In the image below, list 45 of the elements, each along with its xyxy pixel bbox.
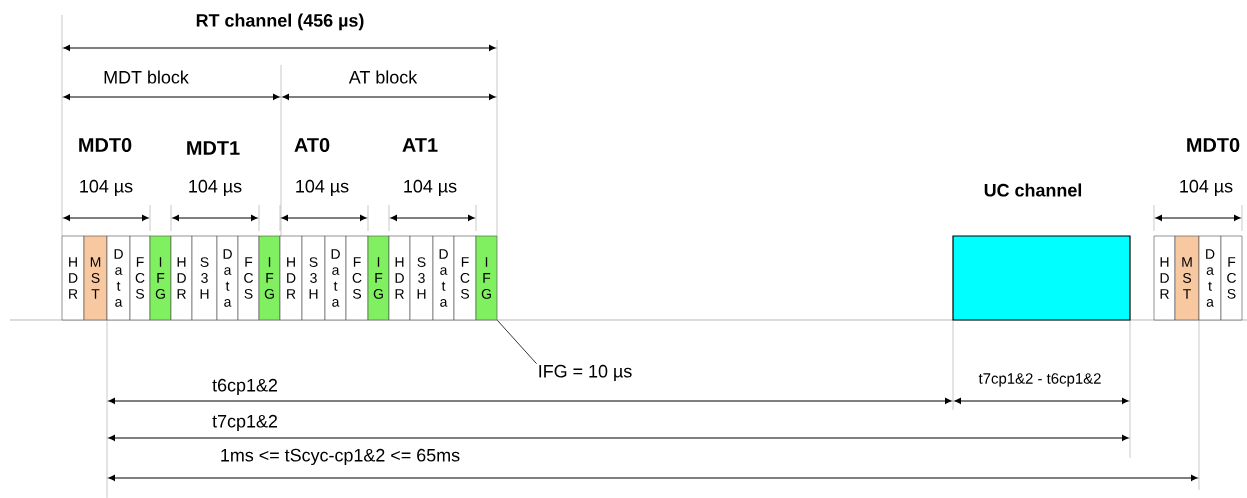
frame-field: D a t a: [324, 235, 347, 321]
frame-field: M S T: [83, 235, 108, 321]
frame-field: H D R: [388, 235, 411, 321]
dimension-label: MDT block: [104, 70, 189, 84]
frame-field: I F G: [258, 235, 281, 321]
dimension-label: AT block: [348, 70, 418, 84]
leader-line: [496, 319, 537, 365]
frame-field: D a t a: [432, 235, 455, 321]
frame-field: I F G: [367, 235, 390, 321]
node-label: UC channel: [984, 183, 1082, 197]
frame-field: H D R: [170, 235, 193, 321]
dimension-label: RT channel (456 µs): [196, 13, 364, 31]
frame-field: I F G: [149, 235, 172, 321]
frame-field: S 3 H: [301, 235, 326, 321]
frame-field: D a t a: [216, 235, 239, 321]
frame-field: D a t a: [106, 235, 131, 321]
frame-field: D a t a: [1198, 235, 1222, 321]
dimension-label: 104 µs: [189, 179, 242, 197]
dimension-label: 104 µs: [404, 179, 457, 197]
dimension-label: 104 µs: [80, 179, 133, 197]
dimension-label: t7cp1&2: [212, 414, 277, 432]
dimension-label: t6cp1&2: [212, 378, 277, 396]
frame-field: F C S: [453, 235, 477, 321]
dimension-label: 104 µs: [1180, 179, 1233, 197]
frame-field: I F G: [475, 235, 498, 321]
dimension-label: t7cp1&2 - t6cp1&2: [978, 373, 1101, 387]
dimension-label: 104 µs: [296, 179, 349, 197]
frame-field: F C S: [237, 235, 260, 321]
dimension-label: 1ms <= tScyc-cp1&2 <= 65ms: [221, 448, 460, 466]
frame-field: F C S: [1220, 235, 1243, 321]
frame-field: F C S: [129, 235, 151, 321]
frame-field: H D R: [61, 235, 85, 321]
telegram-heading: MDT1: [187, 141, 240, 155]
frame-field: S 3 H: [191, 235, 218, 321]
frame-field: H D R: [1153, 235, 1176, 321]
frame-field: H D R: [279, 235, 303, 321]
frame-field: M S T: [1174, 235, 1200, 321]
telegram-heading: AT0: [294, 137, 330, 153]
frame-field: F C S: [345, 235, 369, 321]
telegram-heading: AT1: [402, 138, 438, 152]
frame-field: S 3 H: [409, 235, 434, 321]
callout-text: IFG = 10 µs: [539, 364, 632, 382]
telegram-heading: MDT0: [1187, 137, 1240, 153]
telegram-heading: MDT0: [79, 137, 132, 153]
channel-box: UC channel: [952, 183, 1131, 321]
